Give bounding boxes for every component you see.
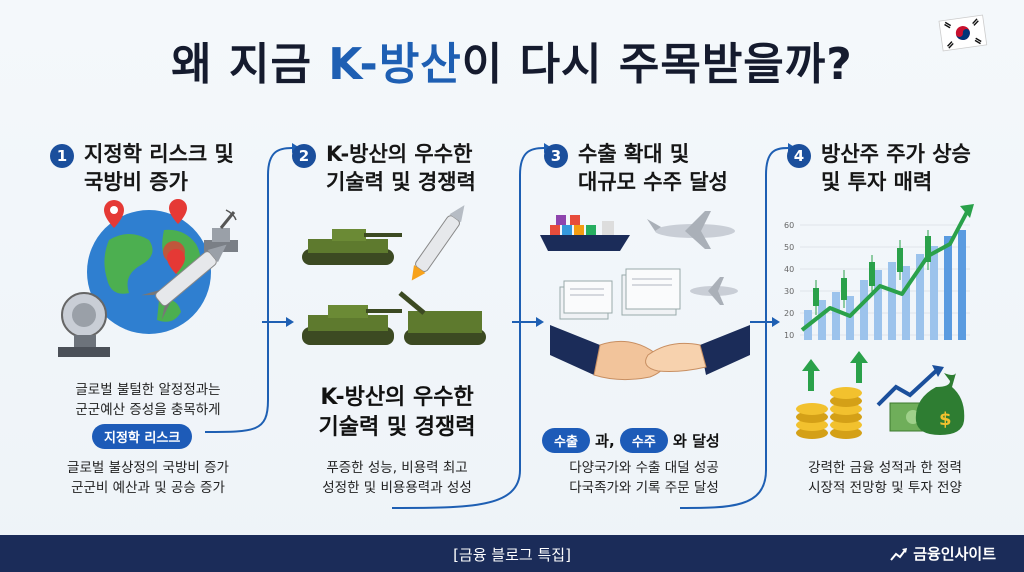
step2-heading-line2: 기술력 및 경쟁력 [326, 170, 476, 194]
step4-footnote: 강력한 금융 성적과 한 정력 시장적 전망항 및 투자 전양 [765, 458, 1005, 498]
step1-heading: 지정학 리스크 및 국방비 증가 [84, 140, 234, 196]
tick-20: 20 [784, 309, 794, 318]
svg-text:$: $ [939, 409, 952, 430]
tick-10: 10 [784, 331, 794, 340]
step2-heading: K-방산의 우수한 기술력 및 경쟁력 [326, 140, 476, 196]
cargo-ship-icon [540, 215, 630, 251]
step4-heading-line2: 및 투자 매력 [821, 170, 933, 194]
step2-heading-line1: K-방산의 우수한 [326, 142, 473, 166]
step2-emphasis-line1: K-방산의 우수한 [320, 385, 474, 410]
tank-icon [302, 229, 402, 265]
step4-foot-line2: 시장적 전망항 및 투자 전양 [808, 480, 962, 496]
step3-number: 3 [544, 144, 568, 168]
footer-tag: [금융 블로그 특집] [453, 546, 571, 564]
step1-badge: 지정학 리스크 [92, 424, 193, 449]
tank-icon [302, 305, 402, 345]
step3-heading: 수출 확대 및 대규모 수주 달성 [578, 140, 728, 196]
missile-launcher-icon [204, 209, 238, 252]
gold-coins-icon [796, 387, 862, 439]
tick-40: 40 [784, 265, 794, 274]
handshake-icon [550, 325, 750, 381]
step1-foot-line1: 글로벌 불상정의 국방비 증가 [67, 460, 229, 476]
tick-50: 50 [784, 243, 794, 252]
title-post: 이 다시 주목받을까? [461, 39, 853, 90]
step3-achievement: 수출 과, 수주 와 달성 [542, 428, 720, 453]
step1-desc-line1: 글로벌 불털한 알정정과는 [75, 382, 221, 398]
step2-emphasis: K-방산의 우수한 기술력 및 경쟁력 [292, 383, 502, 443]
step1-foot-line2: 군군비 예산과 및 공승 증가 [71, 480, 225, 496]
step3-heading-line1: 수출 확대 및 [578, 142, 690, 166]
step4-number: 4 [787, 144, 811, 168]
money-bag-icon: $ [915, 373, 965, 435]
map-pin-icon [104, 199, 187, 274]
trend-arrow [800, 209, 970, 332]
investment-illustration: $ [796, 351, 965, 439]
step3-mid1: 과, [595, 432, 615, 450]
radar-icon [58, 292, 110, 357]
step4-heading: 방산주 주가 상승 및 투자 매력 [821, 140, 971, 196]
step1-footnote: 글로벌 불상정의 국방비 증가 군군비 예산과 및 공승 증가 [28, 458, 268, 498]
candlesticks [813, 230, 931, 315]
step3-heading-line2: 대규모 수주 달성 [578, 170, 728, 194]
step2-foot-line1: 푸증한 성능, 비용력 최고 [326, 460, 468, 476]
step1-illustration [58, 199, 238, 357]
step3-mid2: 와 달성 [673, 432, 720, 450]
step1-heading-line1: 지정학 리스크 및 [84, 142, 234, 166]
contract-documents-icon [559, 268, 681, 320]
step3-illustration [540, 211, 750, 381]
step1-number: 1 [50, 144, 74, 168]
step2-footnote: 푸증한 성능, 비용력 최고 성정한 및 비용용력과 성성 [282, 458, 512, 498]
step2-illustration [302, 205, 486, 345]
title-pre: 왜 지금 [171, 39, 329, 90]
tick-30: 30 [784, 287, 794, 296]
airplane-icon [647, 211, 735, 249]
footer-brand-name: 금융인사이트 [913, 545, 996, 563]
flow-connectors [204, 143, 796, 509]
geopolitical-risk-badge: 지정학 리스크 [92, 424, 193, 449]
step2-emphasis-line2: 기술력 및 경쟁력 [318, 415, 476, 440]
order-badge: 수주 [619, 428, 668, 453]
footer-brand: 금융인사이트 [890, 543, 996, 564]
step1-desc: 글로벌 불털한 알정정과는 군군예산 증성을 충목하게 [48, 380, 248, 420]
step1-heading-line2: 국방비 증가 [84, 170, 188, 194]
stock-chart-illustration: 60 50 40 30 20 10 [784, 204, 974, 340]
step3-foot-line2: 다국족가와 기록 주문 달성 [569, 480, 719, 496]
airplane-icon [690, 277, 738, 305]
footer-bar: [금융 블로그 특집] 금융인사이트 [0, 535, 1024, 572]
globe-icon [87, 210, 211, 334]
growth-line-icon [876, 369, 938, 407]
step2-foot-line2: 성정한 및 비용용력과 성성 [322, 480, 472, 496]
step3-footnote: 다양국가와 수출 대덜 성공 다국족가와 기록 주문 달성 [524, 458, 764, 498]
page-title: 왜 지금 K-방산이 다시 주목받을까? [0, 28, 1024, 92]
up-arrow-icon [802, 351, 868, 391]
korean-flag-icon [938, 14, 988, 52]
trend-up-icon [890, 548, 907, 561]
artillery-icon [398, 291, 486, 345]
export-badge: 수출 [542, 428, 590, 453]
tick-60: 60 [784, 221, 794, 230]
rocket-icon [411, 205, 465, 281]
title-accent: K-방산 [328, 39, 462, 90]
step2-number: 2 [292, 144, 316, 168]
step1-desc-line2: 군군예산 증성을 충목하게 [75, 402, 221, 418]
step4-foot-line1: 강력한 금융 성적과 한 정력 [808, 460, 962, 476]
step3-foot-line1: 다양국가와 수출 대덜 성공 [569, 460, 719, 476]
step4-heading-line1: 방산주 주가 상승 [821, 142, 971, 166]
